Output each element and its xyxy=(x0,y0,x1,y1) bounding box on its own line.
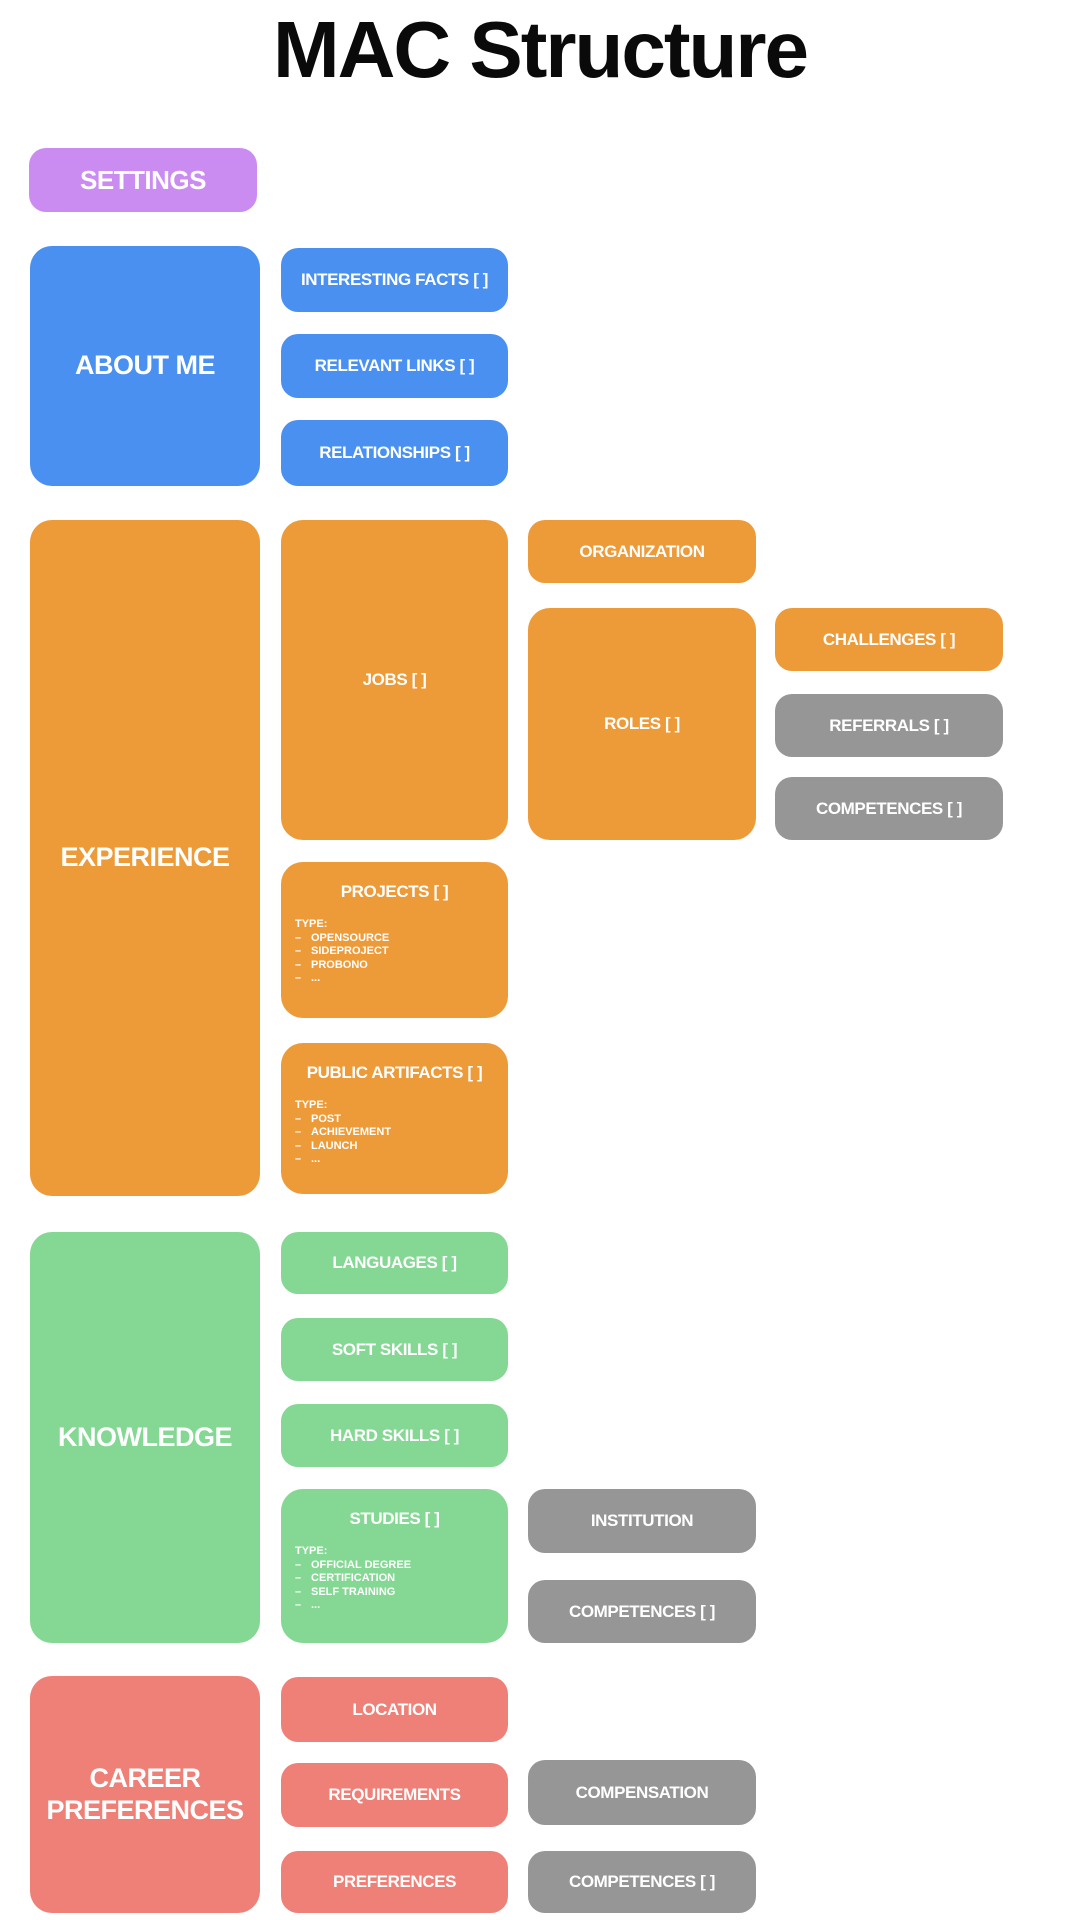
organization-label: ORGANIZATION xyxy=(579,541,705,561)
page-title: MAC Structure xyxy=(272,5,809,94)
projects-type-value: OPENSOURCE xyxy=(311,931,390,944)
relationships-block: RELATIONSHIPS [ ] xyxy=(281,420,508,486)
list-dash: – xyxy=(295,1585,302,1598)
career-preferences-block: CAREER PREFERENCES xyxy=(30,1676,260,1913)
competences-requirements-block: COMPETENCES [ ] xyxy=(528,1851,756,1913)
relevant-links-label: RELEVANT LINKS [ ] xyxy=(314,356,475,375)
list-dash: – xyxy=(295,931,302,944)
studies-block: STUDIES [ ] TYPE: –OFFICIAL DEGREE –CERT… xyxy=(281,1489,508,1643)
list-dash: – xyxy=(295,1558,302,1571)
projects-type-item: –SIDEPROJECT xyxy=(295,945,494,959)
list-dash: – xyxy=(295,972,302,984)
list-dash: – xyxy=(295,1599,302,1611)
public-artifacts-type-heading: TYPE: xyxy=(295,1099,328,1111)
knowledge-block: KNOWLEDGE xyxy=(30,1232,260,1643)
public-artifacts-type-item: –ACHIEVEMENT xyxy=(295,1126,494,1140)
public-artifacts-type-value: ... xyxy=(311,1153,321,1165)
studies-type-value: ... xyxy=(311,1599,321,1611)
experience-label: EXPERIENCE xyxy=(60,842,230,873)
institution-block: INSTITUTION xyxy=(528,1489,756,1553)
location-label: LOCATION xyxy=(352,1699,437,1719)
public-artifacts-type-value: POST xyxy=(311,1112,341,1125)
relevant-links-block: RELEVANT LINKS [ ] xyxy=(281,334,508,398)
jobs-label: JOBS [ ] xyxy=(362,670,427,689)
public-artifacts-type-item: –... xyxy=(295,1153,494,1167)
list-dash: – xyxy=(295,1572,302,1584)
competences-studies-label: COMPETENCES [ ] xyxy=(568,1601,716,1621)
studies-type-value: CERTIFICATION xyxy=(311,1572,396,1584)
relationships-label: RELATIONSHIPS [ ] xyxy=(319,443,470,462)
list-dash: – xyxy=(295,1126,302,1138)
compensation-block: COMPENSATION xyxy=(528,1760,756,1825)
career-preferences-label: CAREER PREFERENCES xyxy=(46,1763,244,1825)
about-me-label: ABOUT ME xyxy=(75,350,216,381)
public-artifacts-block: PUBLIC ARTIFACTS [ ] TYPE: –POST –ACHIEV… xyxy=(281,1043,508,1194)
competences-roles-label: COMPETENCES [ ] xyxy=(815,798,963,818)
projects-type-list: TYPE: –OPENSOURCE –SIDEPROJECT –PROBONO … xyxy=(295,918,494,986)
studies-type-value: OFFICIAL DEGREE xyxy=(311,1558,412,1571)
soft-skills-label: SOFT SKILLS [ ] xyxy=(331,1339,458,1359)
projects-type-value: ... xyxy=(311,972,321,984)
competences-studies-block: COMPETENCES [ ] xyxy=(528,1580,756,1643)
studies-type-item: –... xyxy=(295,1599,494,1613)
competences-roles-block: COMPETENCES [ ] xyxy=(775,777,1003,840)
studies-type-list: TYPE: –OFFICIAL DEGREE –CERTIFICATION –S… xyxy=(295,1545,494,1613)
hard-skills-label: HARD SKILLS [ ] xyxy=(329,1425,460,1445)
challenges-block: CHALLENGES [ ] xyxy=(775,608,1003,671)
languages-label: LANGUAGES [ ] xyxy=(332,1253,457,1272)
roles-block: ROLES [ ] xyxy=(528,608,756,840)
location-block: LOCATION xyxy=(281,1677,508,1742)
list-dash: – xyxy=(295,1153,302,1165)
projects-type-value: PROBONO xyxy=(311,958,368,971)
studies-type-value: SELF TRAINING xyxy=(311,1585,396,1598)
public-artifacts-type-item: –LAUNCH xyxy=(295,1140,494,1154)
public-artifacts-type-value: LAUNCH xyxy=(311,1139,358,1152)
projects-block: PROJECTS [ ] TYPE: –OPENSOURCE –SIDEPROJ… xyxy=(281,862,508,1018)
list-dash: – xyxy=(295,958,302,971)
interesting-facts-block: INTERESTING FACTS [ ] xyxy=(281,248,508,312)
institution-label: INSTITUTION xyxy=(590,1511,694,1530)
referrals-label: REFERRALS [ ] xyxy=(829,715,949,735)
settings-block: SETTINGS xyxy=(29,148,257,212)
projects-label: PROJECTS [ ] xyxy=(340,882,449,901)
projects-type-item: –OPENSOURCE xyxy=(295,932,494,946)
projects-type-item: –PROBONO xyxy=(295,959,494,973)
projects-type-heading: TYPE: xyxy=(295,918,328,930)
public-artifacts-label: PUBLIC ARTIFACTS [ ] xyxy=(306,1063,483,1082)
preferences-label: PREFERENCES xyxy=(332,1872,457,1891)
studies-type-heading: TYPE: xyxy=(295,1545,328,1557)
list-dash: – xyxy=(295,1112,302,1125)
settings-label: SETTINGS xyxy=(79,164,207,195)
studies-type-item: –SELF TRAINING xyxy=(295,1586,494,1600)
hard-skills-block: HARD SKILLS [ ] xyxy=(281,1404,508,1467)
studies-label: STUDIES [ ] xyxy=(349,1509,440,1528)
jobs-block: JOBS [ ] xyxy=(281,520,508,840)
interesting-facts-label: INTERESTING FACTS [ ] xyxy=(300,270,489,289)
experience-block: EXPERIENCE xyxy=(30,520,260,1196)
studies-type-item: –OFFICIAL DEGREE xyxy=(295,1559,494,1573)
public-artifacts-type-value: ACHIEVEMENT xyxy=(311,1126,392,1138)
public-artifacts-type-item: –POST xyxy=(295,1113,494,1127)
list-dash: – xyxy=(295,1139,302,1152)
about-me-block: ABOUT ME xyxy=(30,246,260,486)
public-artifacts-type-list: TYPE: –POST –ACHIEVEMENT –LAUNCH –... xyxy=(295,1099,494,1167)
competences-requirements-label: COMPETENCES [ ] xyxy=(568,1872,716,1891)
requirements-label: REQUIREMENTS xyxy=(328,1785,461,1804)
organization-block: ORGANIZATION xyxy=(528,520,756,583)
languages-block: LANGUAGES [ ] xyxy=(281,1232,508,1294)
projects-type-item: –... xyxy=(295,972,494,986)
referrals-block: REFERRALS [ ] xyxy=(775,694,1003,757)
knowledge-label: KNOWLEDGE xyxy=(58,1421,233,1452)
soft-skills-block: SOFT SKILLS [ ] xyxy=(281,1318,508,1381)
preferences-block: PREFERENCES xyxy=(281,1851,508,1913)
roles-label: ROLES [ ] xyxy=(604,714,680,733)
compensation-label: COMPENSATION xyxy=(575,1782,709,1802)
list-dash: – xyxy=(295,945,302,957)
studies-type-item: –CERTIFICATION xyxy=(295,1572,494,1586)
projects-type-value: SIDEPROJECT xyxy=(311,945,389,957)
challenges-label: CHALLENGES [ ] xyxy=(822,629,956,649)
requirements-block: REQUIREMENTS xyxy=(281,1763,508,1827)
